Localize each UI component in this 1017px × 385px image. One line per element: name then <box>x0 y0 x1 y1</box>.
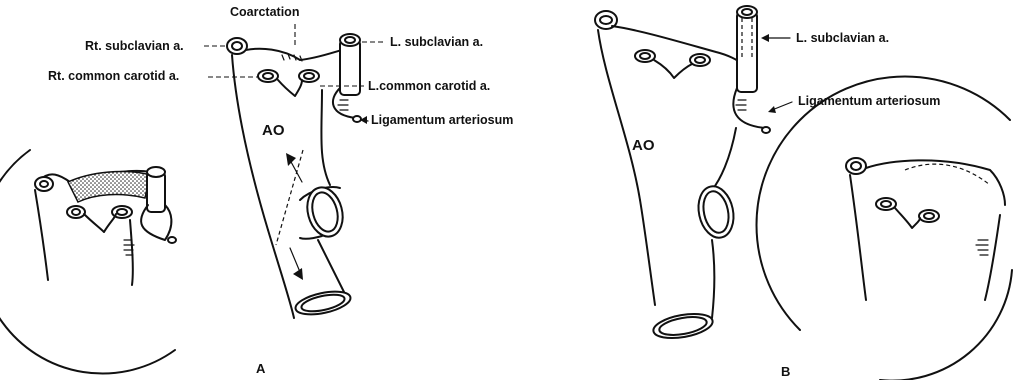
inset-b-carotid-2 <box>919 210 939 222</box>
rt-common-carotid-vessel-a <box>258 70 278 82</box>
rt-subclavian-label: Rt. subclavian a. <box>85 39 184 53</box>
rt-common-carotid-label: Rt. common carotid a. <box>48 69 179 83</box>
rt-subclavian-vessel-a <box>227 38 247 54</box>
coarctation-label: Coarctation <box>230 5 299 19</box>
l-subclavian-vessel-b <box>737 12 757 92</box>
ligamentum-stub-a <box>353 116 361 122</box>
inset-a-ligamentum-stub <box>168 237 176 243</box>
ao-label-a: AO <box>262 122 285 139</box>
l-subclavian-shading-a <box>338 100 348 110</box>
panel-b: AO L. subclavian a. Ligamentum arteriosu… <box>595 6 1012 380</box>
panel-b-inset <box>757 77 1012 380</box>
panel-letter-a: A <box>256 361 266 376</box>
l-subclavian-shading-b <box>736 100 746 110</box>
inset-b-carotid-1 <box>876 198 896 210</box>
inset-a-rt-subclavian-vessel <box>35 177 53 191</box>
l-common-carotid-label: L.common carotid a. <box>368 79 490 93</box>
panel-b-inset-circle-bottom <box>880 270 1012 380</box>
inset-a-left-wall <box>35 190 48 280</box>
carotid-1-vessel-b <box>635 50 655 62</box>
aorta-left-wall-b <box>598 30 640 200</box>
inset-b-notch <box>895 208 920 228</box>
inset-a-l-subclavian-top <box>147 167 165 177</box>
l-subclavian-label-a: L. subclavian a. <box>390 35 483 49</box>
descending-right-wall-b <box>712 240 714 318</box>
ligamentum-label-b: Ligamentum arteriosum <box>798 94 940 108</box>
panel-a-aorta: AO <box>227 34 361 319</box>
aorta-right-wall-b <box>712 128 736 190</box>
flow-arrow-down-shaft <box>290 248 300 272</box>
flow-arrow-up-head <box>286 153 296 166</box>
panel-b-aorta: AO <box>595 6 770 342</box>
carotid-notch-a <box>278 80 302 96</box>
inset-b-rt-subclavian-vessel <box>846 158 866 174</box>
ao-label-b: AO <box>632 137 655 154</box>
descending-opening-a <box>294 287 353 318</box>
l-subclavian-top-b <box>737 6 757 18</box>
carotid-2-vessel-b <box>690 54 710 66</box>
panel-letter-b: B <box>781 364 790 379</box>
inset-b-left-wall <box>850 175 866 300</box>
aorta-right-wall-a <box>321 90 330 185</box>
arch-top-b <box>612 26 742 64</box>
l-subclavian-vessel-a <box>340 40 360 95</box>
ligamentum-arrowhead-b <box>768 106 776 113</box>
l-subclavian-bulge-b <box>733 88 765 128</box>
panel-b-labels: L. subclavian a. Ligamentum arteriosum B <box>761 31 940 379</box>
panel-a: AO Coarctation Rt. subclavian a. Rt. com… <box>0 5 513 376</box>
l-subclavian-label-b: L. subclavian a. <box>796 31 889 45</box>
l-subclavian-arrowhead-b <box>761 34 769 42</box>
descending-left-wall-b <box>640 200 655 305</box>
graft-bottom-a <box>300 236 322 239</box>
inset-b-right-wall <box>985 215 1000 300</box>
panel-a-inset <box>0 150 176 374</box>
inset-a-graft-stippled <box>68 171 150 202</box>
inset-b-shading <box>976 240 988 255</box>
descending-left-wall-a <box>268 230 294 318</box>
inset-a-carotid-1 <box>67 206 85 218</box>
ligamentum-label-a: Ligamentum arteriosum <box>371 113 513 127</box>
ligamentum-stub-b <box>762 127 770 133</box>
l-subclavian-top-a <box>340 34 360 46</box>
flow-arrow-up-shaft <box>290 160 302 182</box>
flow-arrow-down-head <box>293 268 303 280</box>
inset-a-notch <box>84 214 116 232</box>
inset-a-right-wall <box>130 220 133 285</box>
ligamentum-leader-b <box>772 102 792 110</box>
carotid-notch-b <box>654 60 692 78</box>
